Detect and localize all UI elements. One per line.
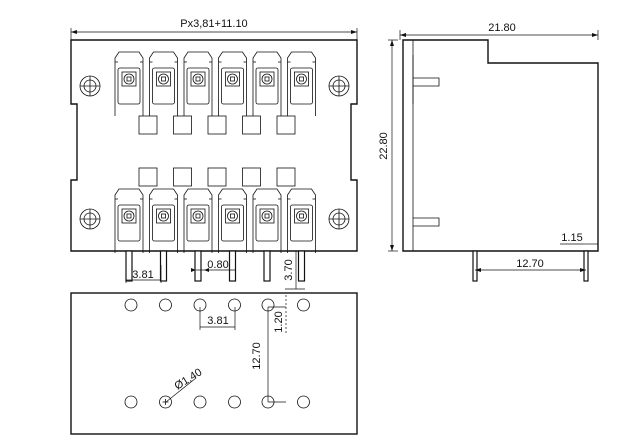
front-pin-5 bbox=[263, 250, 271, 282]
mount-hole-bottom-left bbox=[79, 208, 101, 230]
front-pin-3 bbox=[194, 250, 202, 282]
terminal-top-4 bbox=[218, 51, 247, 116]
dim-overall-width: Px3,81+11.10 bbox=[180, 18, 247, 30]
mount-hole-top-right bbox=[328, 75, 350, 97]
pcb-hole bbox=[124, 395, 138, 409]
release-slots bbox=[138, 115, 296, 187]
pcb-hole bbox=[228, 298, 241, 312]
front-view: Px3,81+11.10 3.81 bbox=[70, 18, 358, 290]
slot-upper-2 bbox=[173, 115, 192, 135]
pcb-footprint: 3.81 1.20 12.70 Ø1.40 bbox=[70, 292, 358, 435]
side-view: 21.80 22.80 1.15 12.70 bbox=[378, 22, 599, 282]
front-pin-4 bbox=[228, 250, 237, 282]
slot-lower-5 bbox=[276, 167, 296, 187]
pcb-hole bbox=[228, 395, 241, 409]
terminal-top-5 bbox=[252, 51, 282, 116]
pcb-hole bbox=[159, 395, 172, 409]
dim-pin-pitch-front: 3.81 bbox=[132, 269, 153, 281]
slot-lower-1 bbox=[138, 167, 158, 187]
front-pin-6 bbox=[297, 250, 306, 282]
dim-row-offset: 1.20 bbox=[273, 311, 285, 332]
pcb-hole bbox=[124, 298, 138, 312]
dim-pin-length: 3.70 bbox=[283, 259, 295, 280]
pcb-hole bbox=[159, 298, 172, 312]
terminal-bottom-3 bbox=[183, 188, 213, 253]
side-latch-bottom bbox=[413, 217, 440, 227]
dim-row-spacing: 12.70 bbox=[251, 342, 263, 370]
side-latch-top bbox=[413, 77, 440, 87]
dim-side-width: 21.80 bbox=[488, 22, 516, 34]
terminal-bottom-4 bbox=[218, 188, 247, 253]
slot-upper-5 bbox=[276, 115, 296, 135]
slot-lower-2 bbox=[173, 167, 192, 187]
dim-side-row-spacing: 12.70 bbox=[516, 258, 544, 270]
terminal-top-6 bbox=[287, 51, 316, 116]
terminal-row-bottom bbox=[114, 188, 316, 253]
slot-upper-3 bbox=[207, 115, 227, 135]
dim-hole-pitch: 3.81 bbox=[207, 315, 228, 327]
dim-pin-thickness: 0.80 bbox=[207, 259, 228, 271]
slot-upper-4 bbox=[242, 115, 261, 135]
terminal-bottom-1 bbox=[114, 188, 144, 253]
pcb-hole bbox=[297, 298, 310, 312]
side-body-outline bbox=[402, 39, 599, 252]
terminal-top-1 bbox=[114, 51, 144, 116]
pcb-outline bbox=[70, 292, 358, 435]
terminal-bottom-6 bbox=[287, 188, 316, 253]
slot-lower-3 bbox=[207, 167, 227, 187]
terminal-top-3 bbox=[183, 51, 213, 116]
terminal-row-top bbox=[114, 51, 316, 116]
mount-hole-top-left bbox=[79, 75, 101, 97]
pcb-holes bbox=[124, 298, 310, 409]
terminal-bottom-2 bbox=[149, 188, 178, 253]
mount-hole-bottom-right bbox=[328, 208, 350, 230]
front-pins bbox=[125, 250, 306, 282]
slot-upper-1 bbox=[138, 115, 158, 135]
terminal-top-2 bbox=[149, 51, 178, 116]
dim-side-height: 22.80 bbox=[378, 132, 390, 160]
dim-side-pin-offset: 1.15 bbox=[561, 232, 582, 244]
pcb-hole bbox=[193, 395, 207, 409]
front-pin-1 bbox=[125, 250, 133, 282]
slot-lower-4 bbox=[242, 167, 261, 187]
terminal-bottom-5 bbox=[252, 188, 282, 253]
side-pin-right bbox=[583, 250, 589, 282]
front-body-outline bbox=[70, 39, 358, 252]
side-pin-left bbox=[472, 250, 478, 282]
dim-hole-diameter: Ø1.40 bbox=[173, 366, 205, 392]
front-pin-2 bbox=[159, 250, 168, 282]
pcb-hole bbox=[297, 395, 310, 409]
